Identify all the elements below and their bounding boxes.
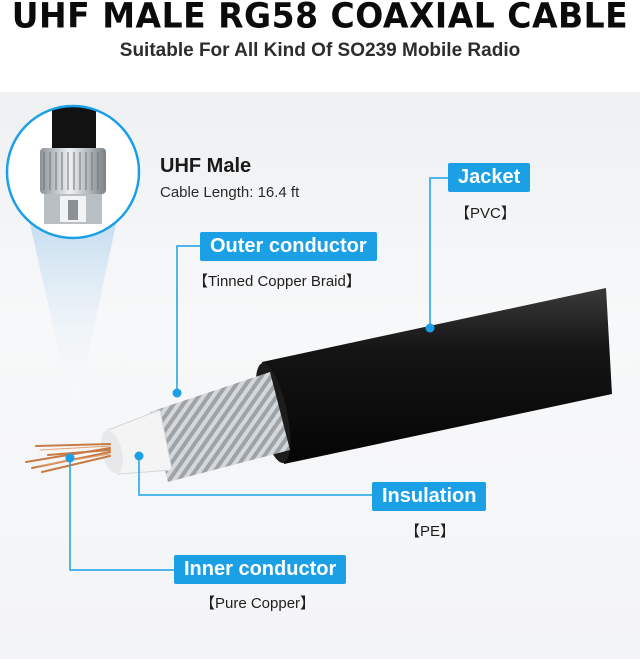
cable-length: Cable Length: 16.4 ft	[160, 184, 300, 201]
cable-braid	[150, 372, 290, 482]
spotlight-beam	[28, 215, 118, 420]
inset-ring	[5, 104, 141, 240]
insulation-label: Insulation	[372, 482, 487, 511]
insulation-material: 【PE】	[405, 523, 456, 540]
leader-lines	[69, 177, 448, 571]
connector-name: UHF Male	[160, 155, 252, 177]
page-subtitle: Suitable For All Kind Of SO239 Mobile Ra…	[119, 40, 521, 61]
leader-dots	[65, 323, 435, 463]
outer-conductor-label: Outer conductor	[200, 232, 377, 261]
inner-conductor-label: Inner conductor	[174, 555, 347, 584]
connector-inset	[7, 106, 139, 238]
inner-conductor-material: 【Pure Copper】	[200, 595, 316, 612]
outer-conductor-material: 【Tinned Copper Braid】	[193, 273, 361, 290]
cable-jacket	[262, 288, 612, 464]
jacket-label: Jacket	[448, 163, 531, 192]
page-title: UHF MALE RG58 COAXIAL CABLE	[11, 0, 629, 36]
jacket-material: 【PVC】	[455, 205, 516, 222]
